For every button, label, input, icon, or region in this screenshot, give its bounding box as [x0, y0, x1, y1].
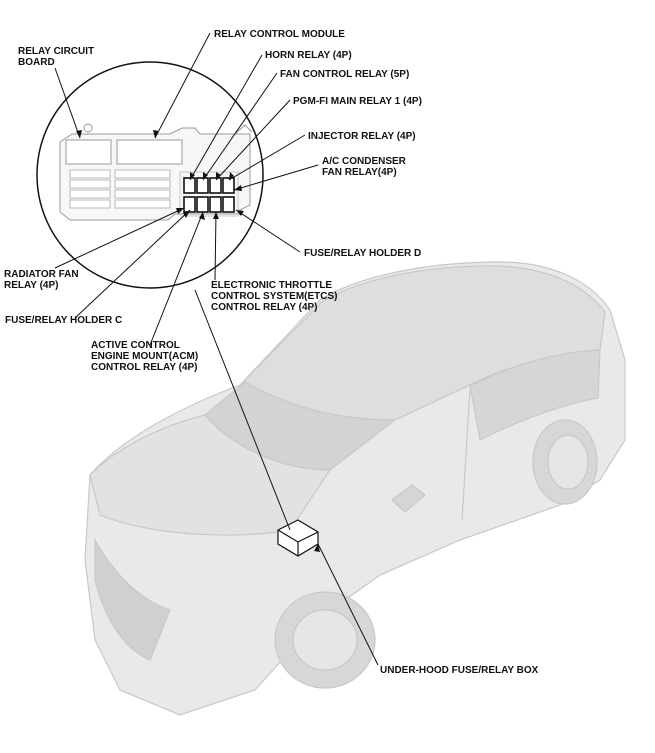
label-acm-relay-1: ACTIVE CONTROL [91, 340, 180, 351]
labels: RELAY CONTROL MODULE RELAY CIRCUIT BOARD… [4, 29, 539, 676]
detail-zoom-circle [36, 61, 264, 289]
label-ac-condenser-fan-relay-1: A/C CONDENSER [322, 156, 407, 167]
label-radiator-fan-relay-2: RELAY (4P) [4, 280, 58, 291]
relay-control-module-block [116, 139, 183, 165]
relay-circuit-board-block [65, 139, 112, 165]
label-acm-relay-2: ENGINE MOUNT(ACM) [91, 351, 198, 362]
label-acm-relay-3: CONTROL RELAY (4P) [91, 362, 198, 373]
label-pgm-fi-main-relay: PGM-FI MAIN RELAY 1 (4P) [293, 96, 422, 107]
leader-lines [54, 32, 379, 666]
label-relay-control-module: RELAY CONTROL MODULE [214, 29, 345, 40]
label-radiator-fan-relay-1: RADIATOR FAN [4, 269, 79, 280]
arrowheads [76, 130, 320, 552]
label-fuse-relay-holder-d: FUSE/RELAY HOLDER D [304, 248, 421, 259]
label-fuse-relay-holder-c: FUSE/RELAY HOLDER C [5, 315, 122, 326]
under-hood-fuse-relay-box [277, 519, 319, 557]
label-ac-condenser-fan-relay-2: FAN RELAY(4P) [322, 167, 397, 178]
label-relay-circuit-board-2: BOARD [18, 57, 55, 68]
fuse-relay-holder-grid [183, 177, 235, 213]
label-relay-circuit-board-1: RELAY CIRCUIT [18, 46, 94, 57]
label-etcs-relay-1: ELECTRONIC THROTTLE [211, 280, 332, 291]
label-fan-control-relay: FAN CONTROL RELAY (5P) [280, 69, 409, 80]
vehicle-illustration [84, 261, 626, 716]
label-under-hood-fuse-relay-box: UNDER-HOOD FUSE/RELAY BOX [380, 665, 539, 676]
label-injector-relay: INJECTOR RELAY (4P) [308, 131, 416, 142]
label-etcs-relay-2: CONTROL SYSTEM(ETCS) [211, 291, 337, 302]
label-etcs-relay-3: CONTROL RELAY (4P) [211, 302, 318, 313]
label-horn-relay: HORN RELAY (4P) [265, 50, 352, 61]
